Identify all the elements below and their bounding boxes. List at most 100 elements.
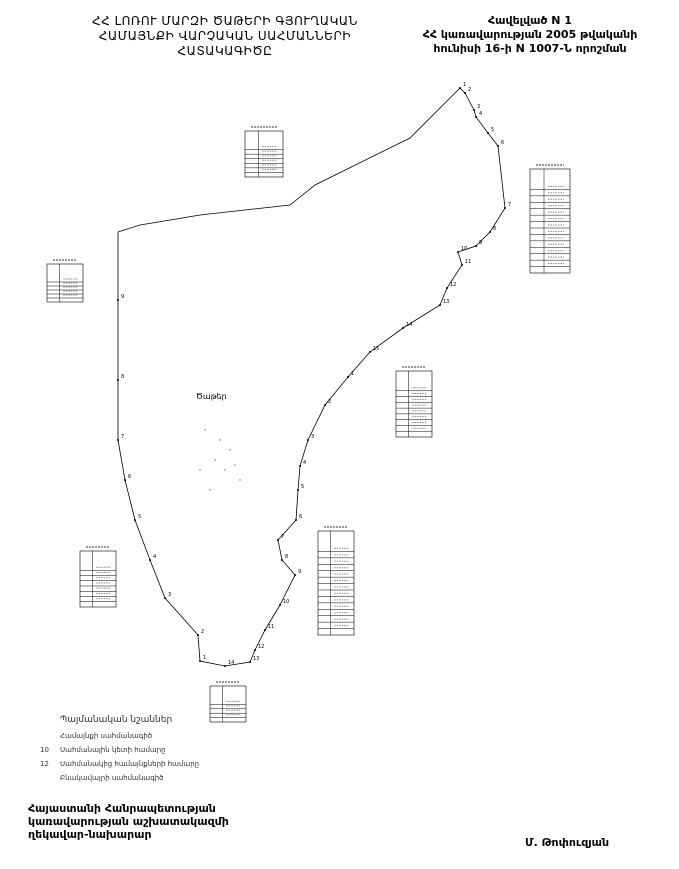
- boundary-point: [489, 231, 491, 233]
- boundary-point: [347, 376, 349, 378]
- boundary-point-label: 8: [121, 374, 124, 380]
- boundary-point-label: 3: [168, 592, 171, 598]
- boundary-point: [294, 574, 296, 576]
- boundary-point-label: 10: [283, 599, 289, 605]
- signatory-name: Մ. Թոփուզյան: [525, 836, 610, 849]
- boundary-point: [446, 287, 448, 289]
- legend-num: 12: [40, 760, 49, 768]
- boundary-point-label: 11: [465, 259, 471, 265]
- boundary-point: [199, 660, 201, 662]
- coordinate-table: [79, 546, 117, 608]
- boundary-point: [124, 479, 126, 481]
- boundary-point-label: 12: [450, 282, 456, 288]
- boundary-point: [281, 559, 283, 561]
- boundary-point-label: 6: [501, 140, 504, 146]
- boundary-point-label: 12: [258, 644, 264, 650]
- boundary-point-label: 8: [493, 226, 496, 232]
- settlement-marker: [214, 459, 216, 461]
- boundary-point: [459, 87, 461, 89]
- boundary-point-label: 8: [285, 554, 288, 560]
- legend-item: 12 Սահմանակից համայնքների համարը: [40, 757, 199, 771]
- legend-title: Պայմանական նշաններ: [60, 715, 173, 725]
- boundary-point: [439, 304, 441, 306]
- boundary-point-label: 4: [479, 111, 482, 117]
- boundary-point: [197, 634, 199, 636]
- community-boundary-line: [117, 87, 506, 667]
- boundary-point-label: 3: [477, 104, 480, 110]
- boundary-point-label: 7: [121, 434, 124, 440]
- boundary-point: [264, 629, 266, 631]
- boundary-point: [117, 379, 119, 381]
- settlement-marker: [239, 479, 241, 481]
- settlement-marker: [234, 464, 236, 466]
- legend-num: [40, 771, 60, 785]
- coordinate-table: [529, 164, 571, 274]
- boundary-point-label: 11: [268, 624, 274, 630]
- boundary-point-label: 15: [373, 346, 379, 352]
- legend-item: Բնակավայրի սահմանագիծ: [40, 771, 199, 785]
- boundary-point-label: 9: [298, 569, 301, 575]
- legend-text: Սահմանային կետի համարը: [60, 746, 166, 754]
- legend-num: 10: [40, 746, 49, 754]
- boundary-point-label: 1: [203, 655, 206, 661]
- boundary-point: [504, 207, 506, 209]
- boundary-point-label: 14: [228, 660, 234, 666]
- boundary-point: [134, 519, 136, 521]
- settlement-marker: [229, 449, 231, 451]
- boundary-point: [324, 404, 326, 406]
- boundary-point: [297, 489, 299, 491]
- boundary-point-label: 1: [463, 82, 466, 88]
- boundary-point: [475, 116, 477, 118]
- boundary-point: [307, 439, 309, 441]
- legend-num: [40, 729, 60, 743]
- position-line: ղեկավար-նախարար: [28, 828, 152, 841]
- boundary-point-label: 9: [479, 240, 482, 246]
- coordinate-table: [395, 366, 433, 438]
- legend: Պայմանական նշաններ Համայնքի սահմանագիծ 1…: [40, 713, 199, 785]
- boundary-point: [254, 649, 256, 651]
- coordinate-table: [209, 681, 247, 723]
- title-line: ՀԱՄԱՅՆՔԻ ՎԱՐՉԱԿԱՆ ՍԱՀՄԱՆՆԵՐԻ: [98, 29, 352, 43]
- boundary-point-label: 5: [491, 127, 494, 133]
- map-title: ՀՀ ԼՈՌՈՒ ՄԱՐԶԻ ԾԱԹԵՐԻ ԳՅՈՒՂԱԿԱՆ ՀԱՄԱՅՆՔԻ…: [60, 14, 390, 59]
- boundary-point-label: 9: [121, 294, 124, 300]
- boundary-point-label: 2: [328, 399, 331, 405]
- coordinate-table: [317, 526, 355, 636]
- boundary-point-label: 13: [253, 656, 259, 662]
- boundary-point: [402, 327, 404, 329]
- position-line: Հայաստանի Հանրապետության: [28, 802, 216, 815]
- legend-item: 10 Սահմանային կետի համարը: [40, 743, 199, 757]
- legend-text: Սահմանակից համայնքների համարը: [60, 760, 200, 768]
- title-line: ՀՀ ԼՈՌՈՒ ՄԱՐԶԻ ԾԱԹԵՐԻ ԳՅՈՒՂԱԿԱՆ: [92, 14, 358, 28]
- coordinate-table: [46, 259, 84, 303]
- boundary-point-label: 7: [281, 534, 284, 540]
- boundary-point: [279, 604, 281, 606]
- annex-line: ՀՀ կառավարության 2005 թվականի: [422, 28, 638, 41]
- legend-text: Բնակավայրի սահմանագիծ: [60, 774, 164, 782]
- boundary-point-label: 4: [303, 460, 306, 466]
- coordinate-table: [244, 126, 284, 178]
- boundary-point-label: 14: [406, 322, 412, 328]
- boundary-point: [117, 299, 119, 301]
- settlement-marker: [224, 469, 226, 471]
- boundary-point: [473, 109, 475, 111]
- boundary-point-label: 5: [301, 484, 304, 490]
- boundary-point: [277, 539, 279, 541]
- boundary-point-label: 1: [351, 371, 354, 377]
- boundary-point: [249, 661, 251, 663]
- boundary-point: [295, 519, 297, 521]
- settlement-marker: [209, 489, 211, 491]
- boundary-point: [464, 92, 466, 94]
- boundary-point-label: 6: [128, 474, 131, 480]
- boundary-point-label: 3: [311, 434, 314, 440]
- annex-line: հունիսի 16-ի N 1007-Ն որոշման: [433, 42, 627, 55]
- boundary-point: [299, 465, 301, 467]
- boundary-point-label: 5: [138, 514, 141, 520]
- signatory-position: Հայաստանի Հանրապետության կառավարության ա…: [28, 802, 229, 841]
- boundary-point: [149, 559, 151, 561]
- boundary-point-label: 4: [153, 554, 156, 560]
- boundary-point: [487, 132, 489, 134]
- boundary-point: [457, 251, 459, 253]
- settlement-label: Ծաթեր: [196, 392, 227, 401]
